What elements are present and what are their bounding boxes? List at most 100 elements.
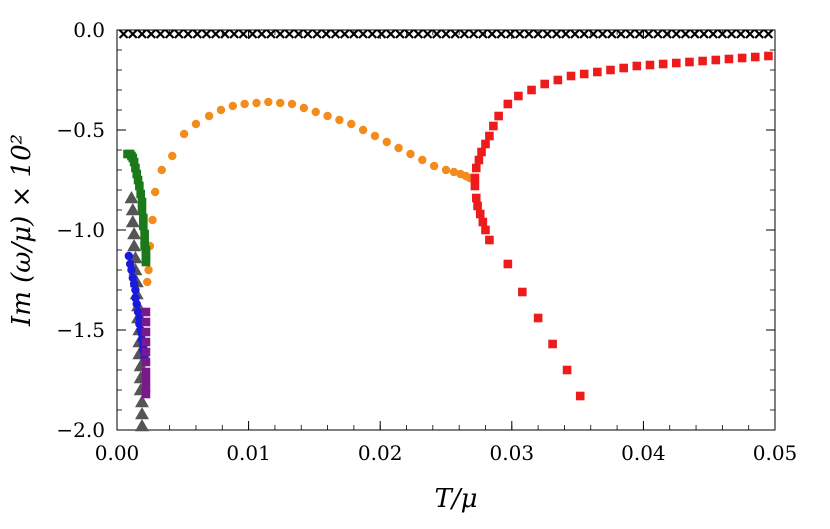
data-point-square [553, 75, 563, 85]
data-point-square [672, 58, 681, 68]
plot-frame [116, 29, 776, 431]
data-point-square [139, 213, 148, 223]
data-point-square [503, 259, 513, 269]
data-point-square [503, 99, 513, 109]
data-point-square [141, 347, 151, 357]
data-point-square [540, 79, 549, 89]
data-point-x-marker [349, 29, 359, 39]
data-point-x-marker [533, 29, 543, 39]
data-point-square [485, 131, 494, 141]
data-point-circle [127, 265, 136, 275]
series-2 [470, 51, 773, 401]
data-point-square [141, 375, 151, 385]
x-tick-label: 0.02 [358, 441, 403, 465]
data-point-square [141, 257, 151, 267]
data-point-square [140, 235, 149, 245]
data-point-square [477, 147, 486, 157]
data-point-x-marker [395, 29, 405, 39]
data-point-square [593, 67, 602, 77]
data-point-x-marker [653, 29, 663, 39]
data-point-circle [449, 167, 459, 177]
data-point-circle [228, 101, 238, 111]
data-point-square [473, 201, 482, 211]
data-point-square [133, 175, 143, 185]
data-point-square [685, 57, 694, 67]
data-point-square [658, 59, 668, 69]
data-point-x-marker [312, 29, 322, 39]
data-point-circle [418, 155, 427, 165]
data-point-square [533, 313, 543, 323]
data-point-triangle [127, 239, 142, 252]
data-point-x-marker [293, 29, 304, 39]
data-point-x-marker [597, 29, 608, 39]
data-point-square [141, 383, 151, 393]
data-point-square [470, 173, 480, 183]
data-point-x-marker [607, 29, 617, 39]
data-point-circle [406, 149, 415, 159]
data-point-x-marker [616, 29, 626, 39]
data-point-circle [264, 97, 273, 107]
data-point-circle [323, 111, 332, 121]
data-point-square [135, 181, 144, 191]
data-point-x-marker [146, 29, 156, 39]
data-point-x-marker [247, 29, 258, 39]
data-point-triangle [135, 419, 150, 432]
series-6 [141, 307, 151, 399]
data-point-x-marker [192, 29, 203, 39]
data-point-square [140, 229, 149, 239]
series-group [118, 29, 774, 432]
plot-frame-group [116, 29, 776, 431]
data-point-x-marker [284, 29, 295, 39]
data-point-circle [240, 99, 249, 109]
data-point-circle [216, 105, 226, 115]
data-point-circle [135, 313, 144, 323]
data-point-x-marker [745, 29, 755, 39]
data-point-circle [143, 277, 152, 287]
data-point-square [131, 163, 140, 173]
data-point-x-marker [220, 29, 230, 39]
data-point-circle [179, 129, 189, 139]
data-point-square [141, 367, 151, 377]
data-point-square [579, 69, 589, 79]
data-point-x-marker [634, 29, 645, 39]
data-point-square [548, 339, 557, 349]
data-point-square [137, 205, 147, 215]
data-point-x-marker [459, 29, 470, 39]
data-point-x-marker [524, 29, 534, 39]
data-point-x-marker [588, 29, 599, 39]
data-point-x-marker [183, 29, 193, 39]
data-point-x-marker [699, 29, 709, 39]
y-tick-label: 0.0 [73, 18, 105, 42]
data-point-x-marker [367, 29, 378, 39]
data-point-x-marker [128, 29, 138, 39]
y-tick-label: −0.5 [56, 118, 105, 142]
data-point-circle [131, 285, 140, 295]
data-point-square [129, 157, 139, 167]
data-point-x-marker [717, 29, 728, 39]
data-point-x-marker [174, 29, 184, 39]
y-axis-label: Im (ω/μ) × 10² [7, 134, 37, 327]
data-point-square [481, 139, 490, 149]
data-point-x-marker [708, 29, 718, 39]
data-point-square [475, 209, 485, 219]
data-point-square [481, 225, 490, 235]
data-point-square [566, 71, 576, 81]
data-point-square [471, 163, 481, 173]
data-point-x-marker [376, 29, 387, 39]
series-1 [143, 97, 477, 287]
data-point-square [474, 155, 484, 165]
data-point-x-marker [266, 29, 276, 39]
data-point-square [562, 365, 572, 375]
x-tick-label: 0.04 [621, 441, 666, 465]
data-point-circle [299, 103, 309, 113]
data-point-circle [148, 215, 157, 225]
data-point-circle [335, 115, 344, 125]
data-point-circle [168, 151, 177, 161]
data-point-square [494, 111, 503, 121]
data-point-x-marker [487, 29, 497, 39]
data-point-triangle [124, 191, 139, 204]
data-point-circle [132, 299, 141, 309]
data-point-x-marker [763, 29, 774, 39]
data-point-circle [382, 137, 391, 147]
data-point-x-marker [404, 29, 414, 39]
